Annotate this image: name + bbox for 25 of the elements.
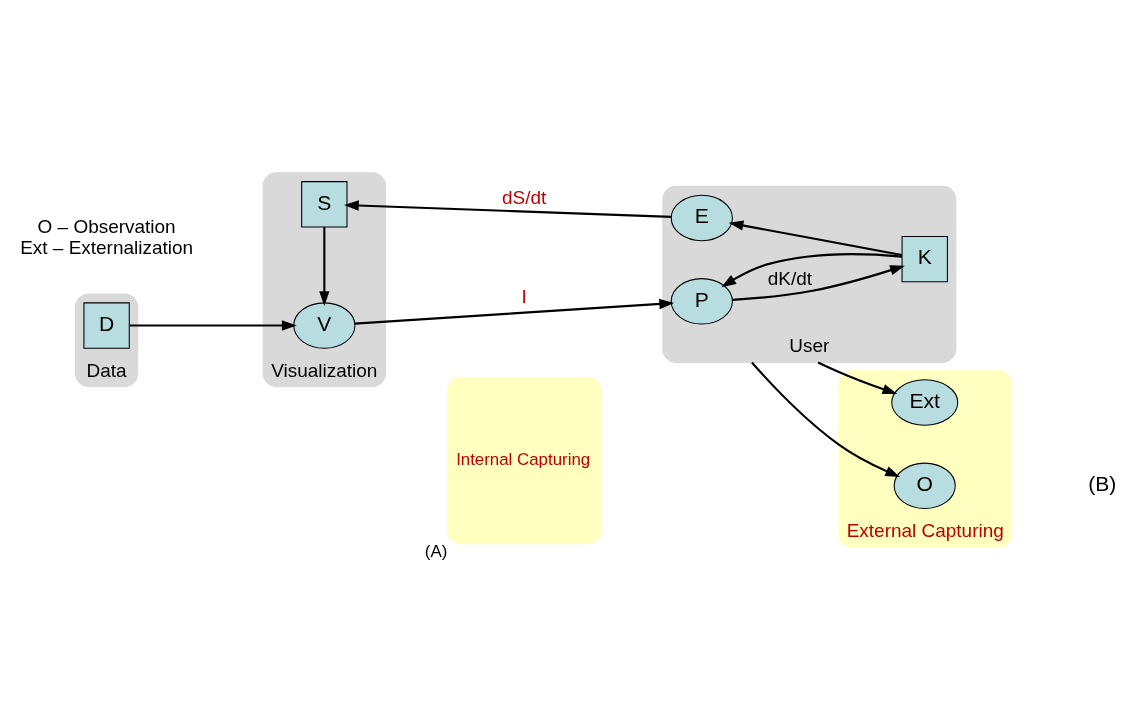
node-ellipse: E [670, 194, 733, 242]
label: O – Observation [37, 216, 176, 238]
arrow [728, 220, 902, 257]
node-label: (B) [1088, 472, 1117, 496]
arrow [732, 265, 905, 301]
node-ellipse: O [893, 462, 956, 509]
node-box: S [301, 181, 348, 228]
arrow [129, 320, 297, 331]
arrow [751, 361, 901, 478]
edge-label: dS/dt [502, 186, 547, 208]
node-box: K [901, 235, 948, 283]
label: Ext – Externalization [20, 237, 194, 259]
edge-label: I [521, 285, 527, 307]
node-ellipse: Ext [891, 379, 959, 426]
edge-label: dK/dt [767, 267, 813, 289]
node-box: Internal Capturing [447, 376, 602, 545]
arrow [344, 200, 672, 218]
arrow [319, 227, 330, 306]
arrow [721, 253, 902, 288]
node-ellipse: V [293, 302, 356, 349]
node-label: (A) [424, 542, 448, 562]
node-box: D [83, 302, 130, 349]
arrow [354, 298, 675, 325]
arrow [817, 361, 898, 395]
node-ellipse: P [670, 278, 733, 325]
